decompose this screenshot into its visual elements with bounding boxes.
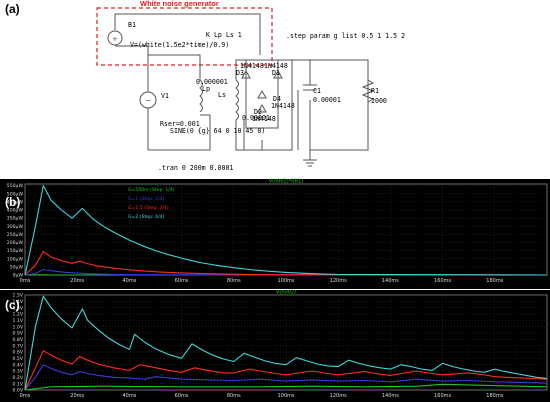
d2-label: D2: [254, 108, 262, 116]
y-tick-label: 1.3V: [13, 305, 24, 311]
ls-label: Ls: [218, 91, 226, 99]
plot-title: V(n002)*I(R1): [269, 179, 304, 185]
d2-model: 1N4148: [252, 115, 276, 123]
series-line: [24, 364, 548, 391]
d1-label: D1: [272, 69, 280, 77]
x-tick-label: 100ms: [277, 393, 294, 399]
legend-entry: G=1.5 (Step: 3/4): [128, 205, 169, 211]
panel-label-b: (b): [5, 195, 21, 209]
d4-label: D4: [273, 95, 281, 103]
y-tick-label: 500µW: [7, 191, 24, 197]
c1-label: C1: [313, 87, 321, 95]
y-tick-label: 0.5V: [13, 356, 24, 362]
plot-title: V(n002): [276, 290, 296, 296]
x-tick-label: 40ms: [122, 278, 136, 284]
x-tick-label: 80ms: [227, 393, 241, 399]
d3-model: 1N4148: [240, 62, 264, 70]
y-tick-label: 0.4V: [13, 362, 24, 368]
r1-label: R1: [371, 87, 379, 95]
x-tick-label: 160ms: [434, 393, 451, 399]
panel-label-a: (a): [5, 2, 20, 16]
v1-rser: Rser=0.001: [160, 120, 200, 128]
x-tick-label: 60ms: [175, 393, 189, 399]
x-tick-label: 20ms: [70, 278, 84, 284]
y-tick-label: 200µW: [7, 240, 24, 246]
lp-label: Lp: [202, 85, 210, 93]
x-tick-label: 0ms: [20, 278, 31, 284]
x-tick-label: 120ms: [330, 393, 347, 399]
series-line: [24, 268, 548, 276]
lp-value: 0.000001: [196, 78, 228, 86]
series-line: [24, 185, 548, 276]
power-plot[interactable]: 0ms 20ms 40ms 60ms 80ms 100ms 120ms 140ms 160ms 1…: [0, 179, 550, 289]
series-line: [24, 295, 548, 391]
d1-model: 1N4148: [264, 62, 288, 70]
legend-entry: G=1 (Step: 2/4): [128, 196, 164, 202]
noise-generator-title: White noise generator: [140, 0, 219, 8]
x-tick-label: 140ms: [382, 393, 399, 399]
voltage-plot[interactable]: 0ms 20ms 40ms 60ms 80ms 100ms 120ms 140ms 160ms 1…: [0, 290, 550, 402]
x-tick-label: 160ms: [434, 278, 451, 284]
x-tick-label: 180ms: [486, 278, 503, 284]
power-plot-panel: 0ms 20ms 40ms 60ms 80ms 100ms 120ms 140ms 160ms 1…: [0, 179, 550, 289]
d3-label: D3: [236, 69, 244, 77]
y-tick-label: 50µW: [10, 264, 24, 270]
y-tick-label: 0µW: [13, 273, 24, 279]
x-tick-label: 20ms: [70, 393, 84, 399]
x-tick-label: 40ms: [122, 393, 136, 399]
x-tick-label: 140ms: [382, 278, 399, 284]
y-tick-label: 0.7V: [13, 343, 24, 349]
v1-sine: SINE(0 {g} 64 0 10 45 0): [170, 127, 266, 135]
y-tick-label: 1.2V: [13, 312, 24, 318]
legend-entry: G=500m (Step: 1/4): [128, 187, 175, 193]
coupling-statement: K Lp Ls 1: [206, 31, 242, 39]
b1-expression: V=(white(1.5e2*time)/0.9): [130, 41, 230, 49]
panel-label-c-overlay: (c): [5, 298, 20, 312]
x-tick-label: 120ms: [330, 278, 347, 284]
noise-generator-box: [96, 7, 273, 66]
y-tick-label: 550µW: [7, 183, 24, 189]
y-tick-label: 1.0V: [13, 324, 24, 330]
y-tick-label: 450µW: [7, 199, 24, 205]
v1-label: V1: [161, 92, 169, 100]
c1-value: 0.00001: [313, 96, 341, 104]
y-tick-label: 0.3V: [13, 369, 24, 375]
y-tick-label: 250µW: [7, 232, 24, 238]
ls-value: 0.00001: [242, 114, 270, 122]
voltage-plot-panel: 0ms 20ms 40ms 60ms 80ms 100ms 120ms 140ms 160ms 1…: [0, 290, 550, 402]
b1-label: B1: [128, 21, 136, 29]
y-tick-label: 1.5V: [13, 293, 24, 299]
svg-text:+: +: [112, 35, 118, 43]
legend-entry: G=2 (Step: 4/4): [128, 214, 164, 220]
x-tick-label: 60ms: [175, 278, 189, 284]
y-tick-label: 150µW: [7, 248, 24, 254]
y-tick-label: 0.2V: [13, 375, 24, 381]
series-line: [24, 350, 548, 391]
y-tick-label: 0.0V: [13, 388, 24, 394]
y-tick-label: 1.4V: [13, 299, 24, 305]
y-tick-label: 0.8V: [13, 337, 24, 343]
y-tick-label: 300µW: [7, 224, 24, 230]
y-tick-label: 0.9V: [13, 331, 24, 337]
series-line: [24, 383, 548, 391]
tran-statement: .tran 0 200m 0.0001: [158, 164, 234, 172]
svg-text:~: ~: [145, 96, 152, 105]
y-tick-label: 0.1V: [13, 381, 24, 387]
y-tick-label: 0.6V: [13, 350, 24, 356]
y-tick-label: 400µW: [7, 208, 24, 214]
x-tick-label: 0ms: [20, 393, 31, 399]
d4-model: 1N4148: [271, 102, 295, 110]
x-tick-label: 80ms: [227, 278, 241, 284]
y-tick-label: 1.1V: [13, 318, 24, 324]
y-tick-label: 100µW: [7, 256, 24, 262]
step-statement: .step param g list 0.5 1 1.5 2: [286, 32, 406, 40]
x-tick-label: 100ms: [277, 278, 294, 284]
r1-value: 2000: [371, 97, 387, 105]
schematic-wires: ~ +: [96, 7, 375, 167]
x-tick-label: 180ms: [486, 393, 503, 399]
y-tick-label: 350µW: [7, 216, 24, 222]
series-line: [24, 250, 548, 276]
